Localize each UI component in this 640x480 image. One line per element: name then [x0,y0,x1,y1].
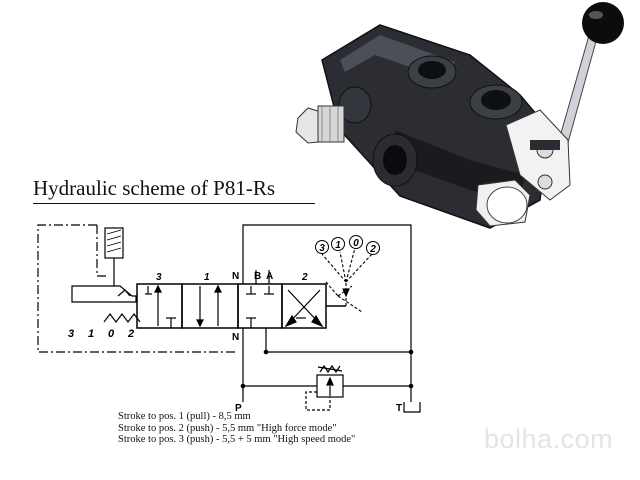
port-label-n-bottom: N [232,332,239,343]
detent-label-3: 3 [68,328,74,340]
detent-label-0: 0 [108,328,115,340]
lever-position-labels: 3 1 0 2 [319,238,376,255]
watermark: bolha.com [484,424,614,454]
spool-label-1: 1 [204,272,210,283]
port-label-p: P [235,403,242,414]
lever-label-2: 2 [369,244,376,255]
spool-envelopes [136,283,346,329]
spool-label-2: 2 [301,272,308,283]
port-label-a: A [266,271,273,282]
port-label-n-top: N [232,271,239,282]
spool-flow-paths [145,284,324,328]
lever-label-1: 1 [335,240,341,251]
control-box-outline [37,224,238,353]
stroke-notes: Stroke to pos. 1 (pull) - 8,5 mm Stroke … [118,411,355,446]
lever-label-3: 3 [319,243,325,254]
stroke-note-pos2: Stroke to pos. 2 (push) - 5,5 mm "High f… [118,422,337,434]
pressure-tank-labels: P T [235,403,402,414]
junction-dots [240,349,414,389]
detent-spring-box [71,227,141,323]
detent-labels: 3 1 0 2 [68,328,134,340]
diagram-title: Hydraulic scheme of P81-Rs [33,176,276,200]
relief-valve-symbol [305,364,344,411]
lever-label-0: 0 [353,238,359,249]
spool-labels: 3 1 N B A 2 N [156,271,308,343]
lever-position-circles [315,235,380,255]
port-label-t: T [396,403,402,414]
spool-label-3: 3 [156,272,162,283]
title-underline [33,203,315,204]
stroke-note-pos3: Stroke to pos. 3 (push) - 5,5 + 5 mm "Hi… [118,434,356,445]
detent-label-1: 1 [88,328,94,340]
stroke-note-pos1: Stroke to pos. 1 (pull) - 8,5 mm [118,411,251,422]
lever-symbol [321,247,373,313]
port-label-b: B [254,271,261,282]
detent-label-2: 2 [127,328,134,340]
